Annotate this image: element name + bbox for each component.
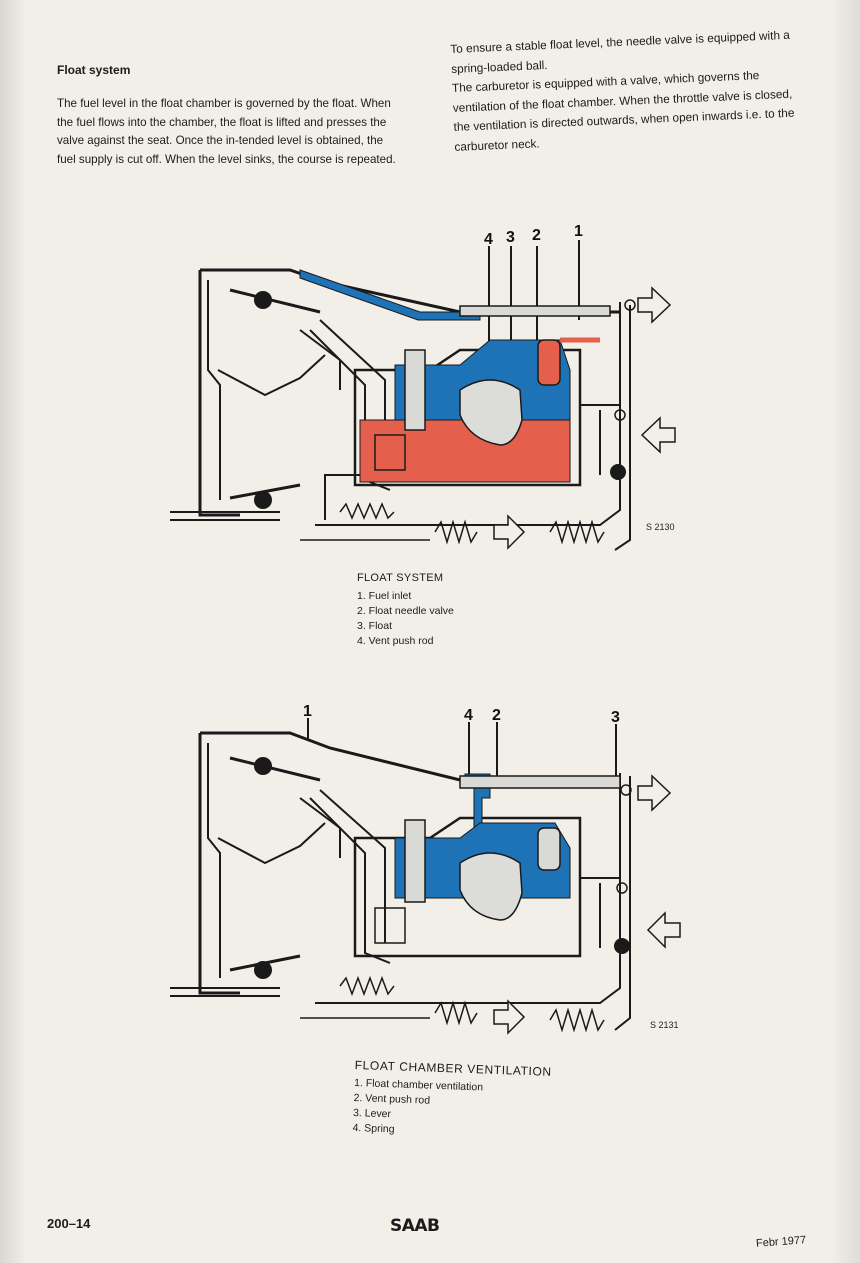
page-number: 200–14 [47,1216,91,1231]
right-column: To ensure a stable float level, the need… [450,25,810,157]
figure1-legend: 1. Fuel inlet 2. Float needle valve 3. F… [357,589,454,649]
float-chamber-ventilation-diagram: 1 4 2 3 S 2131 [170,703,681,1035]
legend-item: 4. Vent push rod [357,635,434,647]
callout-3: 3 [611,709,620,726]
callout-4: 4 [484,231,493,248]
figure2-caption: FLOAT CHAMBER VENTILATION 1. Float chamb… [352,1058,552,1143]
callout-2: 2 [492,707,501,724]
figure-code: S 2130 [646,522,675,532]
legend-item: 1. Fuel inlet [357,590,412,602]
float-system-diagram: 4 3 2 1 S 2130 [170,223,676,551]
left-column: The fuel level in the float chamber is g… [57,95,397,169]
right-paragraph-2: The carburetor is equipped with a valve,… [451,68,795,154]
callout-1: 1 [574,223,583,240]
left-paragraph: The fuel level in the float chamber is g… [57,97,396,166]
figure1-caption: FLOAT SYSTEM 1. Fuel inlet 2. Float need… [357,571,454,649]
legend-item: 2. Float needle valve [357,605,454,617]
figure-code: S 2131 [650,1020,679,1030]
callout-2: 2 [532,227,541,244]
figure2-legend: 1. Float chamber ventilation 2. Vent pus… [352,1076,551,1143]
callout-1: 1 [303,703,312,720]
legend-item: 3. Float [357,620,393,632]
section-heading: Float system [57,63,131,77]
callout-3: 3 [506,229,515,246]
figure1-caption-title: FLOAT SYSTEM [357,572,444,584]
saab-logo: SAAB [390,1216,440,1236]
callout-4: 4 [464,707,473,724]
